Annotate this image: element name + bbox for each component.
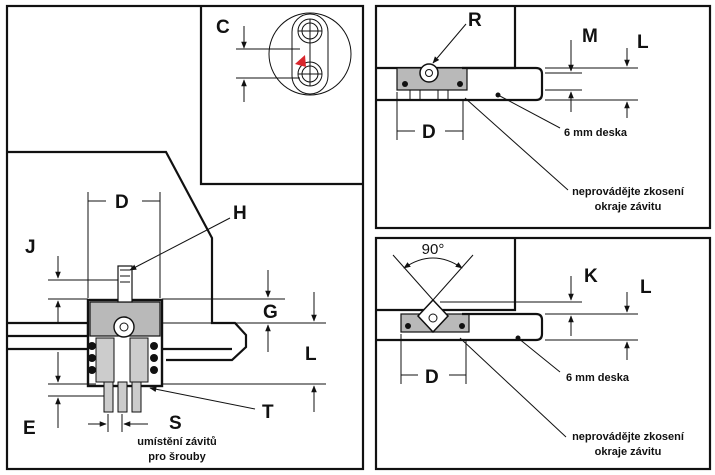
label-r: R [468,10,482,31]
label-k: K [584,266,598,287]
plate-note-bottom: 6 mm deska [566,372,630,384]
label-d-top: D [422,122,436,143]
plate-dot-bottom-icon [515,335,521,341]
label-g: G [263,302,278,323]
label-l-top: L [637,32,649,53]
label-m: M [582,26,598,47]
threaded-pin [117,265,133,303]
label-h: H [233,203,247,224]
panel-bottom-right: 90° K L D 6 mm deska neprovádějte zkosen… [374,236,712,471]
red-pointer-icon [295,55,306,67]
angle-label: 90° [422,241,445,258]
inset-border [199,6,363,186]
label-l-bottom: L [640,277,652,298]
angle-arc [403,257,463,269]
workpiece-bottom [376,238,517,312]
warn-top-line2: okraje závitu [595,201,662,213]
warn-bottom-line1: neprovádějte zkosení [572,431,685,443]
spring-left [95,337,115,383]
inset-circle [268,12,352,96]
plate-left-step [7,321,90,338]
label-l-main: L [305,344,317,365]
panel-bottom-right-frame [374,236,712,471]
plate-note-top: 6 mm deska [564,127,628,139]
warn-top-line1: neprovádějte zkosení [572,186,685,198]
panel-top-right: R M L D 6 mm deska neprovádějte zkosení … [374,4,712,230]
label-e: E [23,418,36,439]
label-j: J [25,237,36,258]
label-s: S [169,413,182,434]
plate-6mm-top [462,66,544,102]
thread-note-line2: pro šrouby [148,451,206,463]
label-t: T [262,402,274,423]
panel-top-right-frame [374,4,712,230]
spring-right [129,337,149,383]
panel-main-frame [5,4,365,471]
plate-6mm-bottom [462,312,544,342]
thread-note-line1: umístění závitů [137,436,216,448]
panel-main: C [5,4,365,471]
plate-dot-icon [495,92,501,98]
label-d: D [115,192,129,213]
label-d-bottom: D [425,367,439,388]
workpiece-top [376,6,517,70]
label-c: C [216,17,230,38]
warn-bottom-line2: okraje závitu [595,446,662,458]
mechanism [86,265,164,413]
slot-outline [291,13,329,95]
inset-detail: C [199,6,363,186]
